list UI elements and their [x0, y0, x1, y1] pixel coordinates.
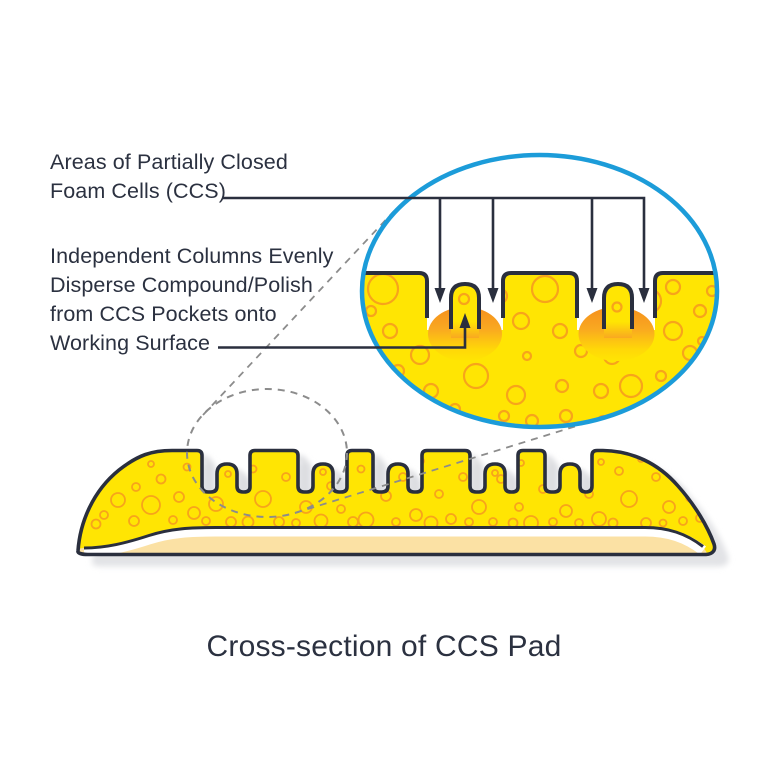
label-columns-line3: from CCS Pockets onto [50, 302, 277, 326]
label-ccs-areas-line1: Areas of Partially Closed [50, 150, 288, 174]
figure-title: Cross-section of CCS Pad [206, 630, 562, 663]
focus-dashed-circle [186, 388, 348, 518]
down-arrow-head-1 [434, 288, 446, 303]
lens-surface-outline [364, 271, 715, 329]
magnifier-tangent-lower [294, 414, 613, 514]
label-columns-line1: Independent Columns Evenly [50, 244, 334, 268]
label-independent-columns: Independent Columns Evenly Disperse Comp… [50, 242, 333, 358]
down-arrow-head-2 [487, 288, 499, 303]
lens-column-left-bubble [457, 292, 471, 306]
callout-arrows [218, 196, 650, 349]
pad-outline [76, 448, 717, 557]
lens-column-left [451, 284, 479, 338]
label-ccs-areas: Areas of Partially Closed Foam Cells (CC… [50, 148, 288, 206]
lens-foam-body [364, 272, 715, 425]
magnifier-link [186, 210, 613, 518]
pad-backing-white-strip [83, 526, 707, 557]
label-ccs-areas-line2: Foam Cells (CCS) [50, 179, 227, 203]
lens-rim [359, 152, 720, 430]
lens-column-right-bubble [611, 301, 623, 313]
pad-backing-separation-line [83, 526, 704, 550]
down-arrow-head-3 [586, 288, 598, 303]
magnifier-lens [359, 152, 720, 430]
ccs-areas-pointer-line [223, 196, 646, 289]
up-arrow-head [459, 313, 471, 328]
label-columns-line4: Working Surface [50, 331, 211, 355]
down-arrow-head-4 [638, 288, 650, 303]
label-columns-line2: Disperse Compound/Polish [50, 273, 313, 297]
foam-pad [76, 448, 729, 567]
working-surface-pointer-line [218, 327, 467, 349]
